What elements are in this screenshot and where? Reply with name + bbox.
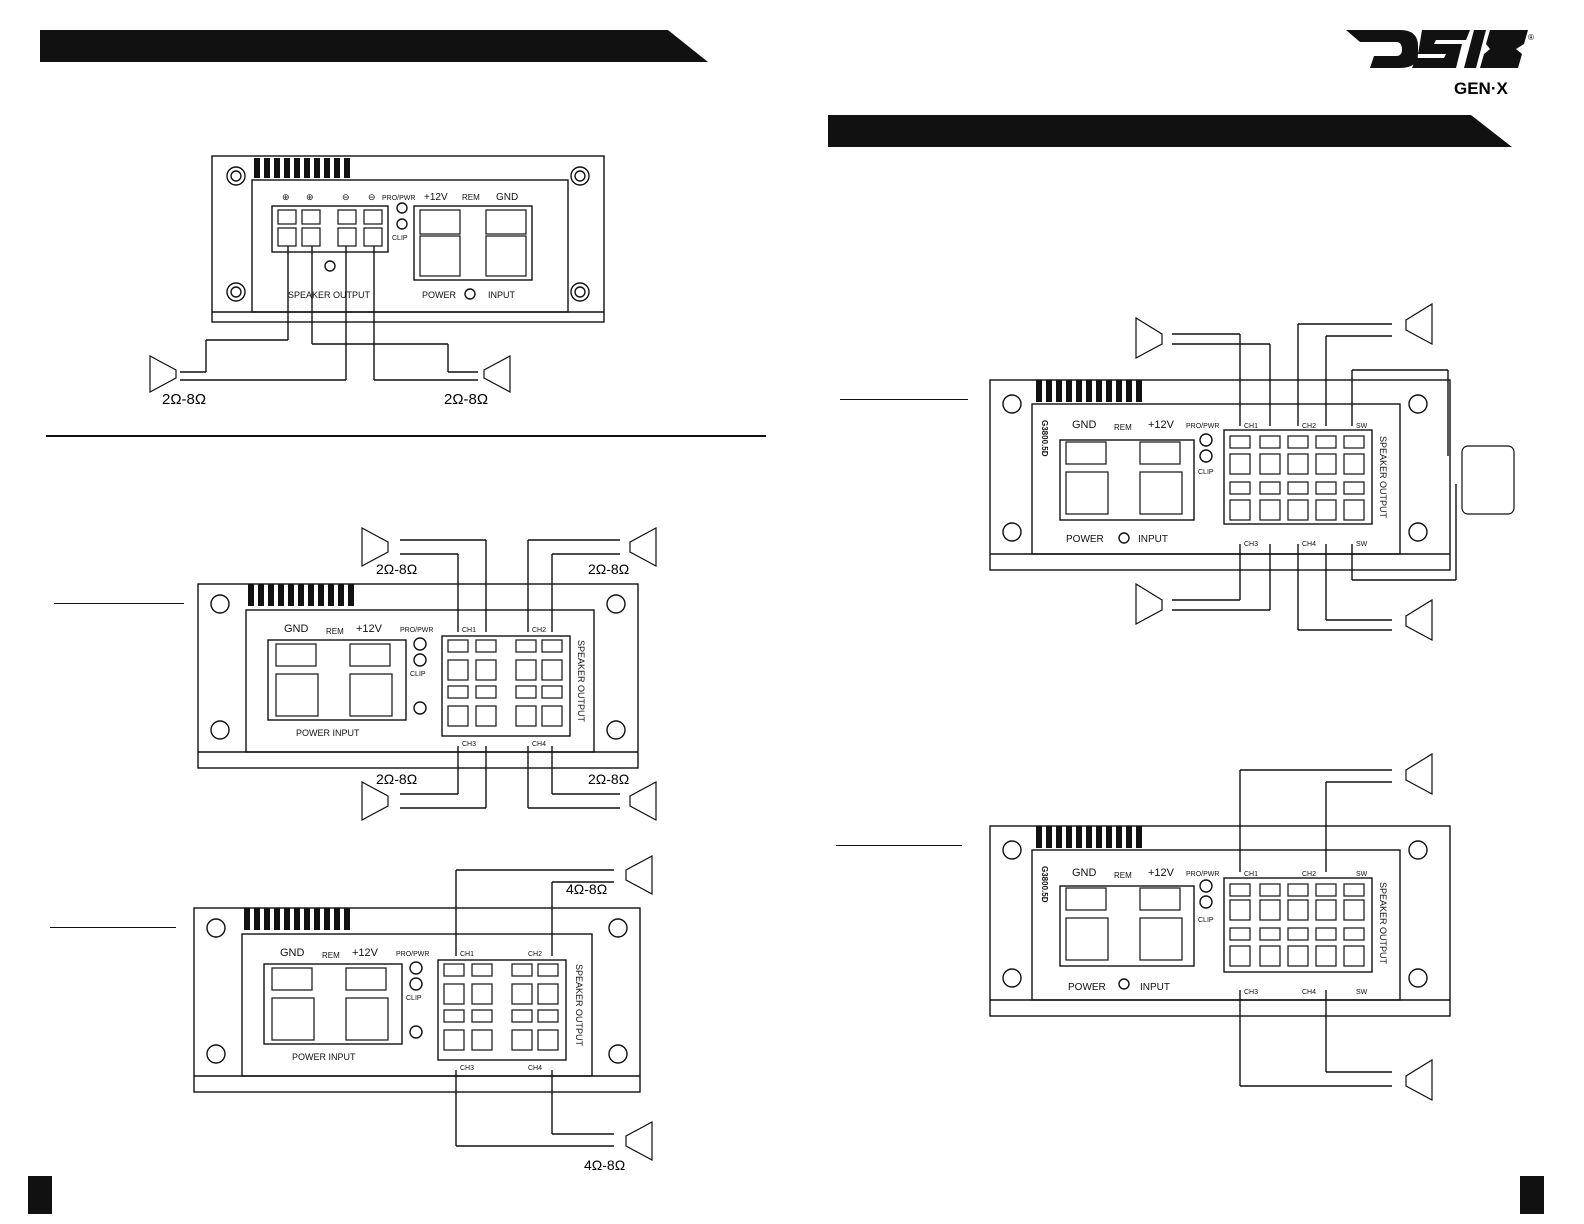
d1-pro-pwr: PRO/PWR (382, 195, 415, 202)
section-header-bar-left (40, 30, 708, 62)
d2-power-input: POWER INPUT (296, 728, 360, 738)
d1-minus-2: ⊖ (368, 192, 376, 202)
d4-pro-pwr: PRO/PWR (1186, 423, 1219, 430)
d1-minus-1: ⊖ (342, 192, 350, 202)
d1-plus-1: ⊕ (282, 192, 290, 202)
d2-pro-pwr: PRO/PWR (400, 627, 433, 634)
d1-clip: CLIP (392, 235, 408, 242)
d3-rem: REM (322, 951, 340, 960)
d2-speaker-output: SPEAKER OUTPUT (576, 640, 586, 723)
caption-underline-2 (50, 927, 176, 928)
d3-ch4: CH4 (528, 1065, 542, 1072)
d3-power-input: POWER INPUT (292, 1052, 356, 1062)
d4-input: INPUT (1138, 534, 1168, 545)
d3-plus12: +12V (352, 947, 379, 959)
d5-gnd: GND (1072, 867, 1097, 879)
d3-ch2: CH2 (528, 951, 542, 958)
d2-ch4: CH4 (532, 741, 546, 748)
ds18-logo: ® GEN·X (1346, 30, 1534, 98)
d5-model: G3800.5D (1040, 866, 1049, 903)
d2-imp-tr: 2Ω-8Ω (588, 561, 629, 577)
d4-ch2: CH2 (1302, 423, 1316, 430)
d2-imp-br: 2Ω-8Ω (588, 771, 629, 787)
d2-ch1: CH1 (462, 627, 476, 634)
d5-clip: CLIP (1198, 917, 1214, 924)
d4-ch3: CH3 (1244, 541, 1258, 548)
d4-clip: CLIP (1198, 469, 1214, 476)
d5-ch2: CH2 (1302, 871, 1316, 878)
d4-model: G3800.5D (1040, 420, 1049, 457)
d3-ch1: CH1 (460, 951, 474, 958)
section-header-bar-right (828, 115, 1512, 147)
page-tab-left (28, 1176, 52, 1214)
d1-rem: REM (462, 193, 480, 202)
caption-underline-4 (836, 845, 962, 846)
d5-sw: SW (1356, 871, 1368, 878)
d3-ch3: CH3 (460, 1065, 474, 1072)
d5-pro-pwr: PRO/PWR (1186, 871, 1219, 878)
d4-power: POWER (1066, 534, 1104, 545)
d5-ch1: CH1 (1244, 871, 1258, 878)
d1-plus-2: ⊕ (306, 192, 314, 202)
d3-pro-pwr: PRO/PWR (396, 951, 429, 958)
d5-plus12: +12V (1148, 867, 1175, 879)
d1-input: INPUT (488, 290, 516, 300)
d2-gnd: GND (284, 623, 309, 635)
d4-gnd: GND (1072, 419, 1097, 431)
d3-speaker-output: SPEAKER OUTPUT (574, 964, 584, 1047)
d5-sw-bottom: SW (1356, 989, 1368, 996)
d5-rem: REM (1114, 871, 1132, 880)
divider-line (46, 435, 766, 437)
d1-gnd: GND (496, 192, 518, 203)
d3-imp-bottom: 4Ω-8Ω (584, 1157, 625, 1173)
d1-power: POWER (422, 290, 457, 300)
d5-power: POWER (1068, 982, 1106, 993)
d3-imp-top: 4Ω-8Ω (566, 881, 607, 897)
d4-ch4: CH4 (1302, 541, 1316, 548)
page-tab-right (1520, 1176, 1544, 1214)
ds18-logo-mark (1346, 30, 1528, 68)
d5-ch3: CH3 (1244, 989, 1258, 996)
d2-ch2: CH2 (532, 627, 546, 634)
d5-input: INPUT (1140, 982, 1170, 993)
d4-plus12: +12V (1148, 419, 1175, 431)
d3-clip: CLIP (406, 995, 422, 1002)
d5-ch4: CH4 (1302, 989, 1316, 996)
d2-clip: CLIP (410, 671, 426, 678)
d2-rem: REM (326, 627, 344, 636)
caption-underline-3 (840, 399, 968, 400)
d5-speaker-output: SPEAKER OUTPUT (1378, 882, 1388, 965)
d1-plus12: +12V (424, 192, 448, 203)
d2-ch3: CH3 (462, 741, 476, 748)
d4-sw: SW (1356, 423, 1368, 430)
genx-label: GEN·X (1454, 79, 1509, 98)
d3-gnd: GND (280, 947, 305, 959)
d4-rem: REM (1114, 423, 1132, 432)
registered-mark: ® (1528, 33, 1534, 42)
d2-imp-tl: 2Ω-8Ω (376, 561, 417, 577)
d2-imp-bl: 2Ω-8Ω (376, 771, 417, 787)
d1-speaker-output: SPEAKER OUTPUT (288, 290, 371, 300)
d1-impedance-left: 2Ω-8Ω (162, 391, 206, 408)
d4-ch1: CH1 (1244, 423, 1258, 430)
d2-plus12: +12V (356, 623, 383, 635)
d1-impedance-right: 2Ω-8Ω (444, 391, 488, 408)
d4-sw-bottom: SW (1356, 541, 1368, 548)
caption-underline-1 (54, 603, 184, 604)
d4-speaker-output: SPEAKER OUTPUT (1378, 436, 1388, 519)
